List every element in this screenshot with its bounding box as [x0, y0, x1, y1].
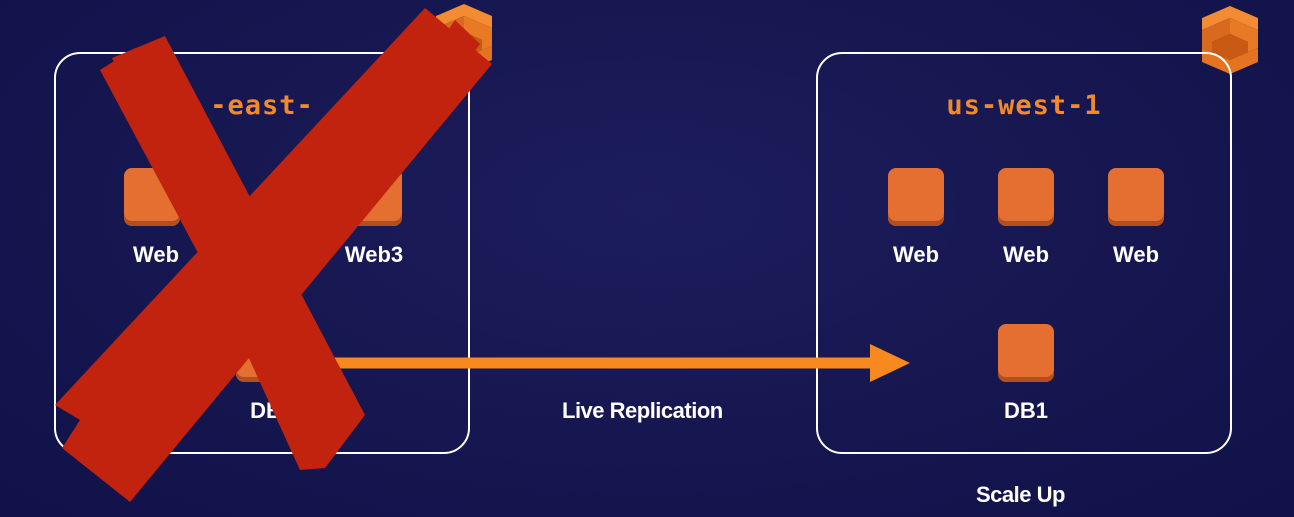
web-node-west-1: [888, 168, 944, 226]
web-label-west-3: Web: [1112, 242, 1160, 267]
web-node-west-3: [1108, 168, 1164, 226]
region-us-west-1: us-west-1 Web Web Web DB1: [816, 52, 1232, 454]
web-label-west-1: Web: [892, 242, 940, 267]
replication-label: Live Replication: [562, 398, 723, 423]
db-label-west: DB1: [1003, 398, 1048, 423]
region-label-east: -east-: [210, 90, 314, 121]
web-label-west-2: Web: [1002, 242, 1050, 267]
db-node-west: [998, 324, 1054, 382]
web-label-east-3: Web3: [344, 242, 404, 267]
web-label-east-1: Web: [132, 242, 180, 267]
scale-up-label: Scale Up: [976, 482, 1065, 507]
region-label-west: us-west-1: [946, 90, 1102, 121]
web-node-west-2: [998, 168, 1054, 226]
